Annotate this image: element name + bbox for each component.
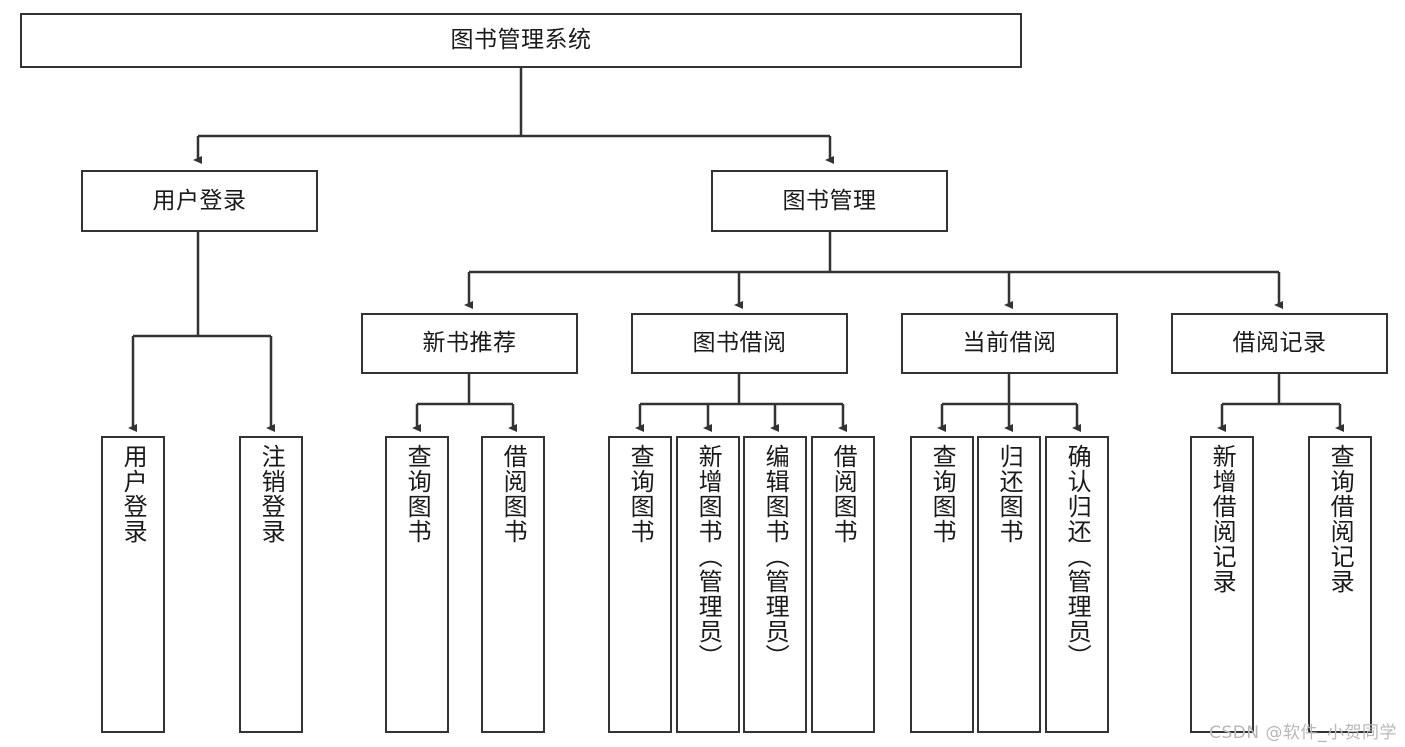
node-current-borrow[interactable]: 当前借阅 xyxy=(901,313,1118,374)
node-current-borrow-label: 当前借阅 xyxy=(962,330,1057,356)
node-user-login[interactable]: 用户登录 xyxy=(81,170,318,232)
node-leaf-borrow-add[interactable]: 新增图书（管理员） xyxy=(676,436,740,733)
csdn-watermark: CSDN @软件_小贺同学 xyxy=(1209,723,1397,743)
node-new-book-rec[interactable]: 新书推荐 xyxy=(361,313,578,374)
node-leaf-user-logout[interactable]: 注销登录 xyxy=(239,436,303,733)
node-leaf-borrow-edit[interactable]: 编辑图书（管理员） xyxy=(743,436,807,733)
node-leaf-rec-add-label: 新增借阅记录 xyxy=(1208,444,1237,594)
node-leaf-borrow-query[interactable]: 查询图书 xyxy=(608,436,672,733)
node-leaf-cur-return-label: 归还图书 xyxy=(995,444,1024,544)
node-leaf-cur-query[interactable]: 查询图书 xyxy=(910,436,974,733)
node-leaf-rec-borrow-label: 借阅图书 xyxy=(499,444,528,544)
node-book-borrow[interactable]: 图书借阅 xyxy=(631,313,848,374)
node-leaf-rec-search-label: 查询借阅记录 xyxy=(1326,444,1355,594)
node-book-manage[interactable]: 图书管理 xyxy=(711,170,948,232)
node-user-login-label: 用户登录 xyxy=(152,187,247,214)
node-leaf-cur-confirm-label: 确认归还（管理员） xyxy=(1063,444,1092,669)
node-new-book-rec-label: 新书推荐 xyxy=(422,330,517,356)
node-leaf-user-login[interactable]: 用户登录 xyxy=(101,436,165,733)
node-leaf-borrow-add-label: 新增图书（管理员） xyxy=(694,444,723,669)
node-leaf-borrow-edit-label: 编辑图书（管理员） xyxy=(761,444,790,669)
node-root[interactable]: 图书管理系统 xyxy=(20,13,1022,68)
node-leaf-rec-query-label: 查询图书 xyxy=(403,444,432,544)
node-borrow-record[interactable]: 借阅记录 xyxy=(1171,313,1388,374)
node-leaf-rec-query[interactable]: 查询图书 xyxy=(385,436,449,733)
node-leaf-borrow-query-label: 查询图书 xyxy=(626,444,655,544)
node-leaf-user-login-label: 用户登录 xyxy=(119,444,148,544)
node-borrow-record-label: 借阅记录 xyxy=(1232,330,1327,356)
node-leaf-rec-add[interactable]: 新增借阅记录 xyxy=(1190,436,1254,733)
node-leaf-user-logout-label: 注销登录 xyxy=(257,444,286,544)
node-leaf-cur-return[interactable]: 归还图书 xyxy=(977,436,1041,733)
node-leaf-borrow-lend[interactable]: 借阅图书 xyxy=(811,436,875,733)
node-leaf-rec-borrow[interactable]: 借阅图书 xyxy=(481,436,545,733)
node-leaf-cur-query-label: 查询图书 xyxy=(928,444,957,544)
node-leaf-rec-search[interactable]: 查询借阅记录 xyxy=(1308,436,1372,733)
node-book-borrow-label: 图书借阅 xyxy=(692,330,787,356)
node-leaf-borrow-lend-label: 借阅图书 xyxy=(829,444,858,544)
node-leaf-cur-confirm[interactable]: 确认归还（管理员） xyxy=(1045,436,1109,733)
node-book-manage-label: 图书管理 xyxy=(782,187,877,214)
node-root-label: 图书管理系统 xyxy=(450,27,592,53)
